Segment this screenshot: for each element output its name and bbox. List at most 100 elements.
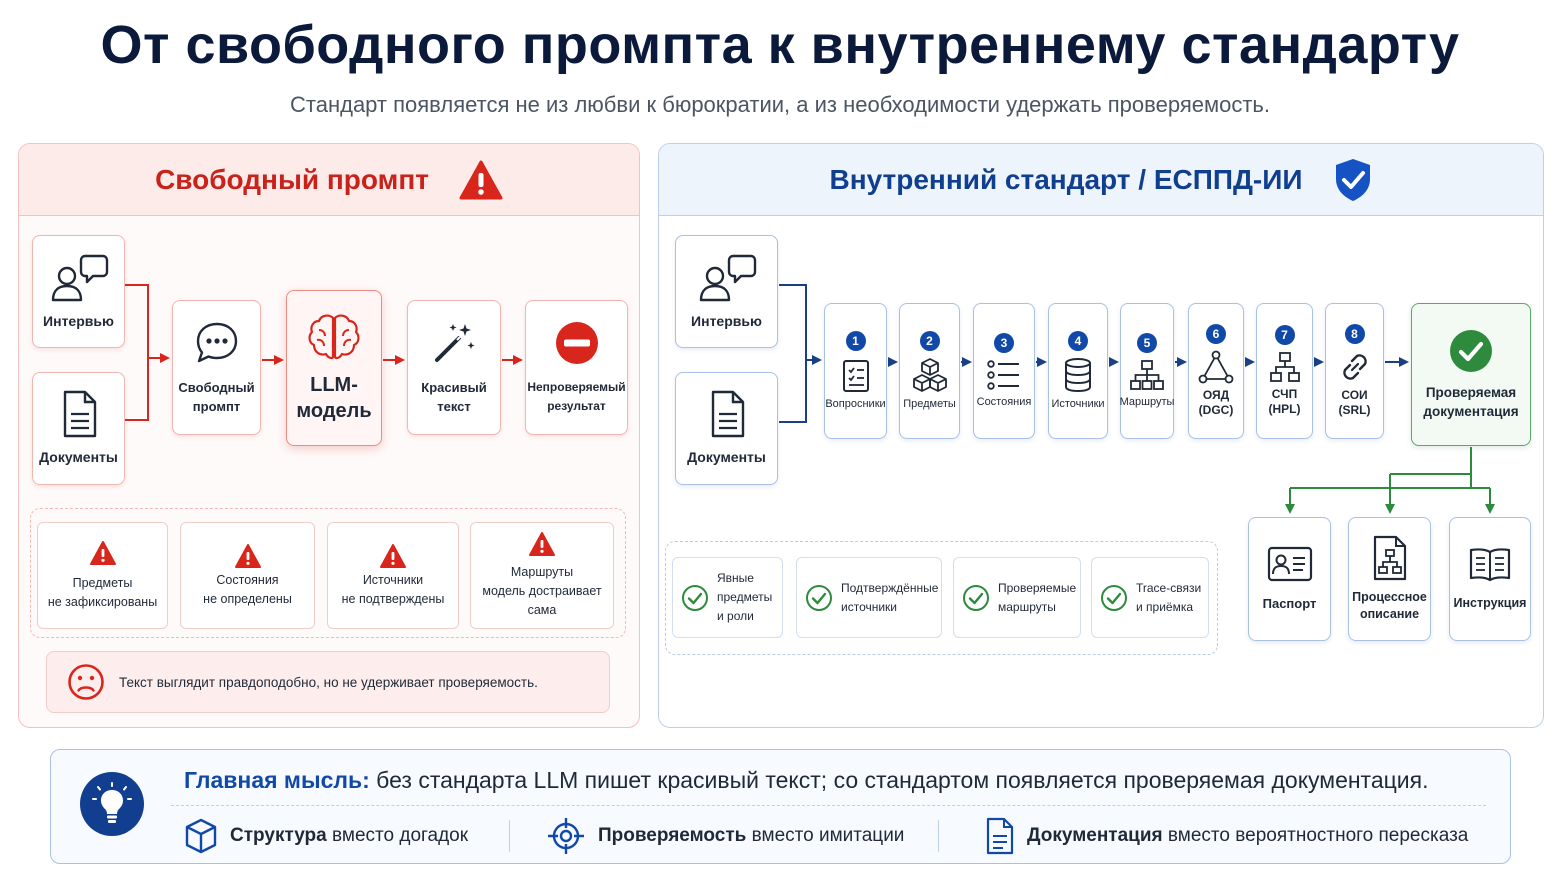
warning-icon	[459, 160, 503, 199]
step-label: Состояния	[976, 395, 1032, 408]
id-card-icon	[1267, 546, 1312, 581]
warning-text: Маршруты модель достраивает сама	[482, 565, 602, 617]
warning-card: Маршруты модель достраивает сама	[470, 522, 614, 629]
free-prompt-step-label: Свободный промпт	[178, 379, 255, 414]
document-icon	[711, 390, 744, 438]
principle-key: Документация	[1027, 825, 1163, 846]
principle-rest: вместо вероятностного пересказа	[1162, 825, 1469, 846]
step-label: ОЯД (DGC)	[1198, 388, 1234, 417]
check-outline-icon	[682, 584, 708, 611]
verified-documentation-result: Проверяемая документация	[1411, 303, 1531, 446]
warning-icon	[234, 543, 261, 568]
step-label: СОИ (SRL)	[1338, 388, 1371, 417]
principle-divider	[509, 820, 510, 852]
principle-documentation: Документация вместо вероятностного перес…	[985, 817, 1468, 855]
unverifiable-result-step: Непроверяемый результат	[525, 300, 628, 435]
book-icon	[1469, 547, 1511, 581]
check-card: Проверяемые маршруты	[953, 557, 1081, 638]
check-text: Проверяемые маршруты	[998, 580, 1077, 614]
step-label: Вопросники	[825, 397, 886, 410]
step-number: 7	[1274, 325, 1295, 345]
pretty-text-step-label: Красивый текст	[421, 379, 487, 414]
unverifiable-result-step-label: Непроверяемый результат	[527, 379, 626, 413]
output-passport: Паспорт	[1248, 517, 1331, 641]
output-process-description-label: Процессное описание	[1352, 590, 1427, 621]
right-input-documents: Документы	[675, 372, 778, 485]
free-prompt-panel-title: Свободный промпт	[155, 163, 429, 195]
sad-face-icon	[68, 664, 104, 700]
warning-text: Источники не подтверждены	[341, 572, 445, 606]
document-icon	[986, 817, 1014, 855]
warning-icon	[89, 540, 116, 565]
step-number: 4	[1068, 330, 1088, 351]
cube-icon	[185, 818, 217, 854]
step-card-routes: 5 Маршруты	[1120, 303, 1174, 439]
warnings-group	[30, 508, 626, 638]
document-icon	[63, 390, 96, 438]
step-card-subjects: 2 Предметы	[899, 303, 960, 439]
principle-rest: вместо догадок	[326, 825, 469, 846]
user-chat-icon	[51, 254, 108, 302]
check-text: Явные предметы и роли	[717, 571, 773, 623]
step-number: 5	[1137, 332, 1157, 353]
main-idea-key: Главная мысль:	[184, 767, 370, 793]
checks-group	[665, 541, 1218, 655]
user-chat-icon	[699, 254, 756, 302]
left-input-interview-label: Интервью	[43, 313, 114, 329]
step-number: 6	[1206, 324, 1226, 344]
step-label: Источники	[1051, 397, 1105, 410]
step-card-srl: 8 СОИ (SRL)	[1325, 303, 1384, 439]
main-idea-divider	[171, 805, 1486, 806]
principle-divider	[938, 820, 939, 852]
step-card-sources: 4 Источники	[1048, 303, 1108, 439]
list-icon	[987, 359, 1019, 390]
check-card: Явные предметы и роли	[672, 557, 783, 638]
main-idea-body: без стандарта LLM пишет красивый текст; …	[369, 767, 1429, 793]
org-chart-icon	[1130, 359, 1164, 390]
output-passport-label: Паспорт	[1262, 595, 1317, 611]
check-card: Подтверждённые источники	[796, 557, 942, 638]
target-icon	[548, 818, 584, 854]
check-text: Trace-связи и приёмка	[1136, 580, 1202, 614]
warning-card: Состояния не определены	[180, 522, 315, 629]
no-entry-icon	[555, 321, 598, 364]
database-icon	[1065, 357, 1091, 392]
check-text: Подтверждённые источники	[841, 580, 939, 614]
process-doc-icon	[1373, 535, 1406, 581]
checklist-icon	[842, 359, 869, 392]
principle-key: Проверяемость	[598, 825, 747, 846]
right-input-documents-label: Документы	[687, 449, 766, 465]
output-process-description: Процессное описание	[1348, 517, 1431, 641]
principle-rest: вместо имитации	[746, 825, 905, 846]
llm-model-step: LLM- модель	[286, 290, 382, 446]
left-conclusion-text: Текст выглядит правдоподобно, но не удер…	[119, 674, 538, 690]
warning-card: Источники не подтверждены	[327, 522, 459, 629]
check-card: Trace-связи и приёмка	[1091, 557, 1209, 638]
step-number: 3	[994, 332, 1014, 353]
verified-documentation-label: Проверяемая документация	[1423, 384, 1519, 419]
main-idea-text: Главная мысль: без стандарта LLM пишет к…	[184, 767, 1429, 794]
check-outline-icon	[1101, 584, 1127, 611]
check-circle-icon	[1450, 329, 1492, 372]
brain-icon	[308, 314, 360, 360]
left-input-documents: Документы	[32, 372, 125, 485]
step-card-questionnaires: 1 Вопросники	[824, 303, 887, 439]
pretty-text-step: Красивый текст	[407, 300, 501, 435]
warning-text: Состояния не определены	[203, 572, 292, 606]
step-card-hpl: 7 СЧП (HPL)	[1256, 303, 1313, 439]
left-conclusion: Текст выглядит правдоподобно, но не удер…	[46, 651, 610, 713]
internal-standard-panel-header: Внутренний стандарт / ЕСППД-ИИ	[659, 144, 1543, 216]
check-outline-icon	[963, 584, 989, 611]
link-icon	[1342, 354, 1367, 380]
step-number: 1	[845, 330, 866, 351]
shield-check-icon	[1335, 158, 1370, 201]
main-idea-box: Главная мысль: без стандарта LLM пишет к…	[50, 749, 1511, 864]
cubes-icon	[912, 357, 947, 392]
chat-bubble-icon	[196, 322, 237, 362]
left-input-documents-label: Документы	[39, 449, 118, 465]
warning-text: Предметы не зафиксированы	[47, 575, 158, 609]
right-input-interview-label: Интервью	[691, 313, 762, 329]
lightbulb-icon	[80, 772, 144, 836]
principle-structure: Структура вместо догадок	[184, 817, 468, 855]
warning-card: Предметы не зафиксированы	[37, 522, 168, 629]
